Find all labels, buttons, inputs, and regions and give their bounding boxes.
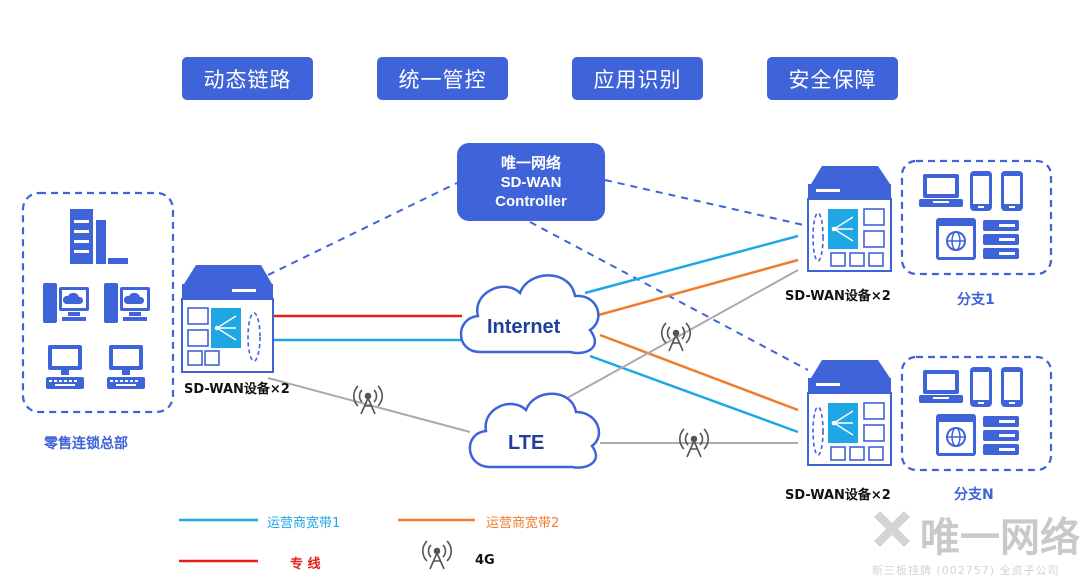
server-icon (983, 220, 1019, 259)
antenna-icon (353, 385, 383, 415)
legend-isp1-label: 运营商宽带1 (267, 516, 341, 531)
branch1-site-label: 分支1 (957, 292, 995, 308)
desktop-pc-icon (107, 345, 145, 389)
branch1-site-box (900, 159, 1053, 276)
internet-cloud (459, 274, 600, 355)
watermark-logo-text: 唯一网络 (920, 515, 1080, 561)
watermark-logo-icon (874, 511, 910, 547)
legend-4g-label: 4G (475, 553, 495, 568)
antenna-icon (679, 428, 709, 458)
feature-unified-control: 统一管控 (377, 57, 508, 100)
laptop-icon (919, 370, 963, 403)
branch1-device-label: SD-WAN设备×2 (785, 289, 891, 304)
legend-dedicated-label: 专 线 (290, 557, 321, 572)
sdwan-device-hq (181, 265, 274, 373)
feature-security: 安全保障 (767, 57, 898, 100)
controller-line3: Controller (495, 192, 567, 210)
phone-icon (1001, 367, 1023, 407)
branchN-device-label: SD-WAN设备×2 (785, 488, 891, 503)
lte-label: LTE (508, 432, 545, 454)
isp2-line-branchN (599, 333, 799, 412)
isp2-line-branch1 (594, 258, 799, 318)
feature-app-recognition: 应用识别 (572, 57, 703, 100)
cloud-computer-icon (43, 283, 89, 323)
feature-dynamic-link: 动态链路 (182, 57, 313, 100)
phone-icon (970, 171, 992, 211)
server-icon (983, 416, 1019, 455)
internet-label: Internet (487, 316, 561, 338)
browser-globe-icon (936, 414, 976, 456)
browser-globe-icon (936, 218, 976, 260)
controller-link-hq (267, 182, 458, 276)
hq-site-label: 零售连锁总部 (44, 436, 128, 452)
branchN-devices (919, 367, 1023, 456)
legend-isp2-label: 运营商宽带2 (486, 516, 560, 531)
branchN-site-box (900, 355, 1053, 472)
controller-line2: SD-WAN (500, 173, 562, 191)
isp1-line-branchN (589, 354, 799, 434)
4g-line-branch1 (559, 269, 799, 403)
cloud-computer-icon (104, 283, 150, 323)
sdwan-controller: 唯一网络 SD-WAN Controller (457, 143, 605, 221)
phone-icon (970, 367, 992, 407)
sdwan-device-branchN (807, 360, 892, 466)
4g-line-hq (267, 377, 471, 433)
legend-antenna-icon (422, 540, 452, 570)
isp1-line-branch1 (584, 234, 799, 295)
desktop-pc-icon (46, 345, 84, 389)
building-icon (70, 209, 128, 264)
controller-link-branch1 (604, 179, 809, 227)
branchN-site-label: 分支N (954, 487, 994, 503)
lte-cloud (468, 392, 601, 469)
laptop-icon (919, 174, 963, 207)
phone-icon (1001, 171, 1023, 211)
controller-line1: 唯一网络 (500, 154, 561, 172)
antenna-icon (661, 322, 691, 352)
hq-device-label: SD-WAN设备×2 (184, 382, 290, 397)
hq-site-box (21, 191, 175, 414)
watermark-subtext: 新三板挂牌 (002757) 全资子公司 (872, 564, 1060, 577)
sdwan-device-branch1 (807, 166, 892, 272)
branch1-devices (919, 171, 1023, 260)
